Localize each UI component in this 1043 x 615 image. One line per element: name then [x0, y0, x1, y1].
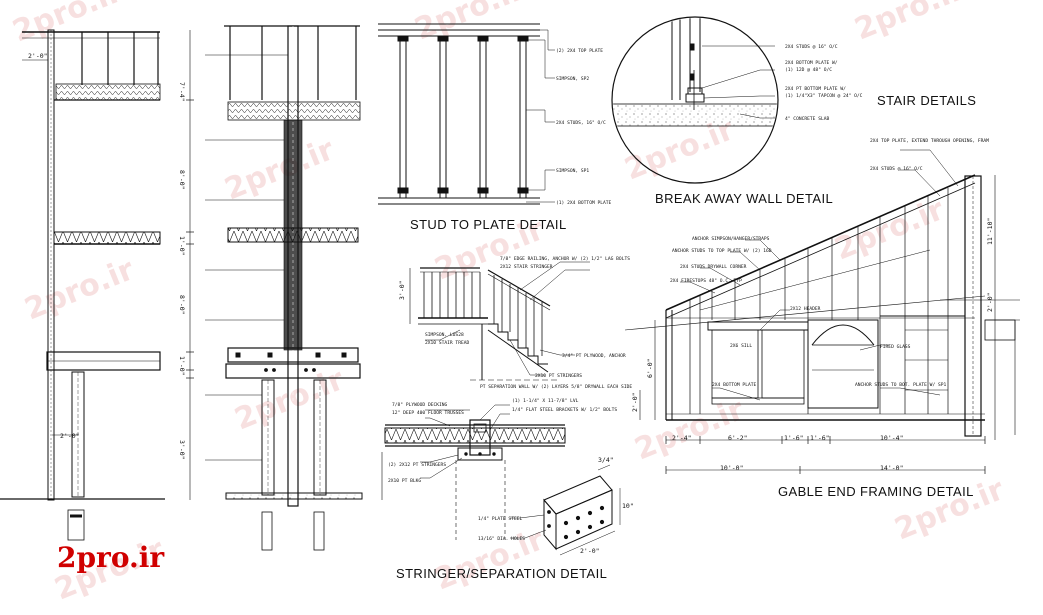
note-label: FIRED GLASS — [880, 344, 911, 350]
note-label: 4" CONCRETE SLAB — [785, 116, 829, 122]
note-label: 2X4 STUDS, 16" O/C — [556, 120, 606, 126]
dim-label: 8'-0" — [178, 170, 186, 190]
dim-label: 6'-2" — [728, 434, 748, 442]
watermark: 2pro.ir — [850, 0, 969, 47]
watermark: 2pro.ir — [430, 522, 549, 597]
note-label: 7/8" EDGE RAILING, ANCHOR W/ (2) 1/2" LA… — [500, 256, 630, 262]
note-label: PT SEPARATION WALL W/ (2) LAYERS 5/8" DR… — [480, 384, 632, 390]
dim-label: 2'-0" — [60, 432, 80, 440]
note-label: 2X4 PT BOTTOM PLATE W/ — [785, 86, 846, 92]
gable-end-framing-detail — [624, 149, 1020, 474]
dim-label: 2'-0" — [631, 392, 639, 412]
dim-label: 2'-0" — [580, 547, 600, 555]
wall-section-left — [0, 29, 194, 541]
detail-title-stringer: STRINGER/SEPARATION DETAIL — [396, 566, 607, 581]
note-label: SIMPSON, LUS28 — [425, 332, 464, 338]
break-away-wall-detail — [611, 16, 779, 184]
note-label: 2X4 BOTTOM PLATE — [712, 382, 756, 388]
dim-label: 2'-0" — [28, 52, 48, 60]
dim-label: 3/4" — [598, 456, 614, 464]
note-label: 2X4 TOP PLATE, EXTEND THROUGH OPENING, F… — [870, 138, 989, 144]
dim-label: 10'-0" — [720, 464, 743, 472]
watermark: 2pro.ir — [220, 132, 339, 207]
note-label: (1) 1/4"X3" TAPCON @ 24" O/C — [785, 93, 863, 99]
note-label: 2X4 FIRESTOPS 48" O.C. TYP — [670, 278, 742, 284]
note-label: (2) 2X12 PT STRINGERS — [388, 462, 446, 468]
note-label: 2X4 STUDS DRYWALL CORNER — [680, 264, 747, 270]
wall-section-center — [205, 25, 363, 551]
note-label: ANCHOR SIMPSON/HANGER/STRAPS — [692, 236, 770, 242]
dim-label: 14'-0" — [880, 464, 903, 472]
note-label: 2X4 BOTTOM PLATE W/ — [785, 60, 838, 66]
watermark: 2pro.ir — [630, 392, 749, 467]
stair-detail — [409, 261, 590, 381]
watermark: 2pro.ir — [230, 362, 349, 437]
note-label: SIMPSON, SP1 — [556, 168, 589, 174]
dim-label: 1'-6" — [784, 434, 804, 442]
note-label: 2X4 STUDS @ 16" O/C — [785, 44, 838, 50]
note-label: 2X12 HEADER — [790, 306, 821, 312]
note-label: 2X10 PT BLKG — [388, 478, 421, 484]
note-label: ANCHOR STUDS TO TOP PLATE W/ (2) 16D — [672, 248, 772, 254]
note-label: 1/4" FLAT STEEL BRACKETS W/ 1/2" BOLTS — [512, 407, 617, 413]
stringer-separation-detail — [381, 404, 621, 556]
dim-label: 3'-0" — [178, 440, 186, 460]
dim-label: 10" — [622, 502, 634, 510]
note-label: 2X4 STUDS @ 16" O/C — [870, 166, 923, 172]
dim-label: 6'-0" — [646, 358, 654, 378]
dim-label: 8'-0" — [178, 295, 186, 315]
note-label: (2) 2X4 TOP PLATE — [556, 48, 603, 54]
note-label: 2X10 PT STRINGERS — [535, 373, 582, 379]
note-label: 3/4" PT PLYWOOD, ANCHOR — [562, 353, 626, 359]
dim-label: 1'-0" — [178, 356, 186, 376]
note-label: 12" DEEP 400 FLOOR TRUSSES — [392, 410, 464, 416]
detail-title-gable: GABLE END FRAMING DETAIL — [778, 484, 974, 499]
note-label: 2X12 STAIR STRINGER — [500, 264, 553, 270]
dim-label: 3'-0" — [398, 280, 406, 300]
dim-label: 10'-4" — [880, 434, 903, 442]
detail-title-stud-to-plate: STUD TO PLATE DETAIL — [410, 217, 567, 232]
note-label: 2X10 STAIR TREAD — [425, 340, 469, 346]
detail-title-break-away: BREAK AWAY WALL DETAIL — [655, 191, 833, 206]
note-label: 7/8" PLYWOOD DECKING — [392, 402, 448, 408]
note-label: (1) 12D @ 48" O/C — [785, 67, 832, 73]
note-label: 2X6 SILL — [730, 343, 752, 349]
dim-label: 11'-10" — [986, 218, 994, 245]
stud-to-plate-detail — [378, 23, 555, 205]
dim-label: 7'-4" — [178, 82, 186, 102]
note-label: (1) 1-1/4" X 11-7/8" LVL — [512, 398, 579, 404]
watermark: 2pro.ir — [20, 252, 139, 327]
note-label: 1/4" PLATE STEEL — [478, 516, 522, 522]
watermark: 2pro.ir — [8, 0, 127, 49]
dim-label: 2'-0" — [986, 292, 994, 312]
detail-title-stair: STAIR DETAILS — [877, 93, 976, 108]
note-label: 13/16" DIA. HOLES — [478, 536, 525, 542]
site-logo: 2pro.ir — [57, 541, 165, 574]
note-label: SIMPSON, SP2 — [556, 76, 589, 82]
dim-label: 1'-6" — [810, 434, 830, 442]
note-label: ANCHOR STUDS TO BOT. PLATE W/ SP1 — [855, 382, 947, 388]
note-label: (1) 2X4 BOTTOM PLATE — [556, 200, 612, 206]
dim-label: 2'-4" — [672, 434, 692, 442]
dim-label: 1'-0" — [178, 236, 186, 256]
